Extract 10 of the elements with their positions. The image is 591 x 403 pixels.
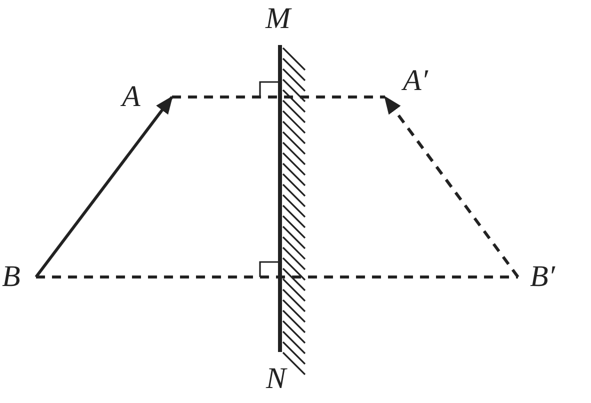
- connector-line: [172, 96, 385, 98]
- mirror-end-label: M: [266, 4, 290, 34]
- point-label: B′: [530, 262, 555, 292]
- point-label: A′: [403, 66, 428, 96]
- connector-line: [36, 276, 518, 278]
- point-label: B: [2, 262, 20, 292]
- point-label: A: [122, 82, 140, 112]
- mirror-end-label: N: [266, 364, 286, 394]
- arrow: [34, 96, 174, 278]
- arrow: [384, 96, 520, 278]
